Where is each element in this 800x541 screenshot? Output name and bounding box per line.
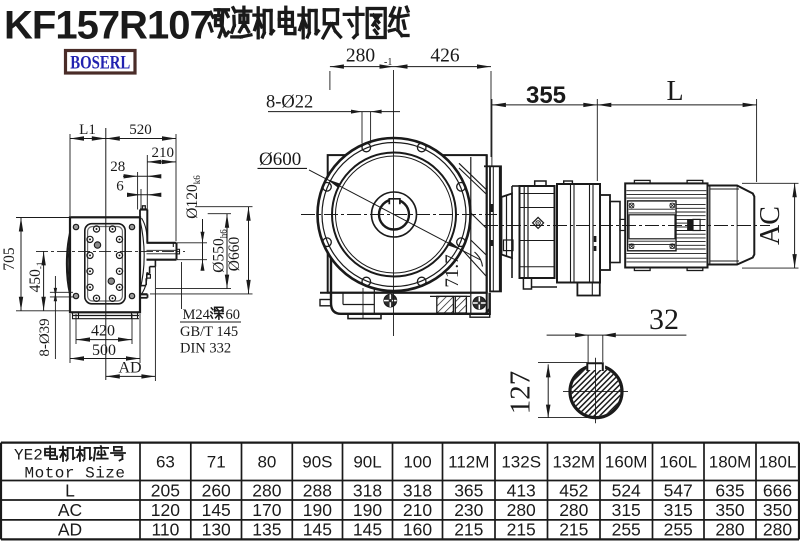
svg-text:60: 60 bbox=[226, 307, 241, 323]
svg-text:280: 280 bbox=[346, 46, 375, 67]
svg-text:8-Ø22: 8-Ø22 bbox=[266, 93, 313, 113]
svg-text:Ø660: Ø660 bbox=[226, 237, 243, 272]
svg-text:170: 170 bbox=[252, 500, 281, 520]
svg-text:127: 127 bbox=[505, 371, 537, 415]
svg-text:KF157R107: KF157R107 bbox=[4, 4, 211, 48]
svg-text:350: 350 bbox=[763, 500, 792, 520]
svg-text:135: 135 bbox=[252, 520, 281, 540]
svg-text:100: 100 bbox=[403, 453, 431, 472]
svg-text:280: 280 bbox=[559, 500, 588, 520]
svg-text:280: 280 bbox=[507, 500, 536, 520]
svg-text:160L: 160L bbox=[659, 453, 697, 472]
svg-text:260: 260 bbox=[202, 480, 231, 500]
svg-text:705: 705 bbox=[1, 247, 18, 271]
svg-text:520: 520 bbox=[129, 122, 152, 138]
svg-text:YE2: YE2 bbox=[14, 447, 43, 465]
svg-text:120: 120 bbox=[151, 500, 180, 520]
svg-text:215: 215 bbox=[559, 520, 588, 540]
svg-text:Ø600: Ø600 bbox=[259, 149, 301, 170]
svg-text:190: 190 bbox=[303, 500, 332, 520]
svg-text:8-Ø39: 8-Ø39 bbox=[37, 318, 53, 356]
svg-text:160: 160 bbox=[403, 520, 432, 540]
svg-text:AD: AD bbox=[58, 520, 82, 540]
svg-text:450-1: 450-1 bbox=[27, 262, 45, 293]
svg-text:71: 71 bbox=[207, 453, 226, 472]
svg-text:Ø120k6: Ø120k6 bbox=[184, 175, 202, 219]
svg-text:GB/T 145: GB/T 145 bbox=[180, 324, 238, 340]
svg-text:DIN 332: DIN 332 bbox=[180, 341, 231, 357]
svg-text:110: 110 bbox=[151, 520, 179, 540]
svg-text:190: 190 bbox=[353, 500, 382, 520]
svg-text:Motor Size: Motor Size bbox=[24, 465, 125, 483]
svg-text:32: 32 bbox=[649, 303, 679, 336]
svg-text:318: 318 bbox=[403, 480, 432, 500]
svg-text:130: 130 bbox=[202, 520, 231, 540]
svg-text:90L: 90L bbox=[353, 453, 381, 472]
svg-text:L1: L1 bbox=[79, 122, 96, 138]
svg-text:547: 547 bbox=[664, 480, 693, 500]
svg-text:666: 666 bbox=[763, 480, 792, 500]
svg-text:210: 210 bbox=[403, 500, 432, 520]
svg-text:230: 230 bbox=[454, 500, 483, 520]
svg-text:-1: -1 bbox=[384, 57, 392, 68]
svg-text:180M: 180M bbox=[709, 453, 752, 472]
svg-text:288: 288 bbox=[303, 480, 332, 500]
svg-text:500: 500 bbox=[92, 342, 116, 359]
svg-text:350: 350 bbox=[715, 500, 744, 520]
svg-text:210: 210 bbox=[152, 145, 175, 161]
svg-text:315: 315 bbox=[612, 500, 641, 520]
svg-text:280: 280 bbox=[763, 520, 792, 540]
svg-text:255: 255 bbox=[664, 520, 693, 540]
svg-text:280: 280 bbox=[715, 520, 744, 540]
svg-text:315: 315 bbox=[664, 500, 693, 520]
svg-text:Ø550h6: Ø550h6 bbox=[210, 229, 228, 273]
svg-text:112M: 112M bbox=[448, 453, 489, 472]
svg-text:145: 145 bbox=[202, 500, 231, 520]
svg-text:145: 145 bbox=[303, 520, 332, 540]
svg-text:215: 215 bbox=[454, 520, 483, 540]
svg-text:M24: M24 bbox=[183, 307, 211, 323]
svg-text:63: 63 bbox=[156, 453, 175, 472]
svg-text:90S: 90S bbox=[302, 453, 332, 472]
svg-text:355: 355 bbox=[526, 82, 566, 109]
svg-text:205: 205 bbox=[151, 480, 180, 500]
svg-text:AC: AC bbox=[58, 500, 82, 520]
svg-text:215: 215 bbox=[507, 520, 536, 540]
svg-text:145: 145 bbox=[353, 520, 382, 540]
svg-text:132S: 132S bbox=[501, 453, 541, 472]
svg-text:71.7: 71.7 bbox=[442, 254, 463, 287]
svg-text:452: 452 bbox=[559, 480, 588, 500]
svg-text:365: 365 bbox=[454, 480, 483, 500]
svg-text:255: 255 bbox=[612, 520, 641, 540]
svg-text:BOSERL: BOSERL bbox=[70, 53, 130, 74]
svg-text:318: 318 bbox=[353, 480, 382, 500]
svg-text:180L: 180L bbox=[759, 453, 797, 472]
svg-text:132M: 132M bbox=[553, 453, 596, 472]
svg-text:AD: AD bbox=[118, 360, 141, 377]
svg-text:426: 426 bbox=[430, 46, 460, 67]
svg-text:160M: 160M bbox=[605, 453, 648, 472]
svg-text:413: 413 bbox=[507, 480, 536, 500]
svg-text:524: 524 bbox=[612, 480, 641, 500]
svg-text:L: L bbox=[666, 76, 683, 107]
svg-text:28: 28 bbox=[110, 159, 125, 175]
svg-text:AC: AC bbox=[755, 206, 786, 245]
svg-text:635: 635 bbox=[715, 480, 744, 500]
svg-text:280: 280 bbox=[252, 480, 281, 500]
svg-text:80: 80 bbox=[257, 453, 276, 472]
svg-text:420: 420 bbox=[91, 323, 115, 340]
svg-text:L: L bbox=[65, 480, 75, 500]
svg-text:6: 6 bbox=[116, 179, 124, 195]
